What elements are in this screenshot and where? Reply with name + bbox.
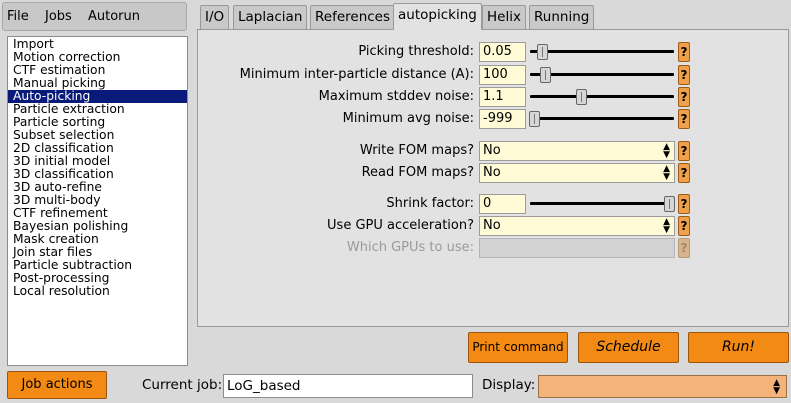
job-type-item[interactable]: 3D initial model bbox=[13, 154, 111, 168]
print-command-button[interactable]: Print command bbox=[468, 332, 568, 363]
updown-arrow-icon: ▲▼ bbox=[663, 217, 670, 235]
menu-autorun[interactable]: Autorun bbox=[88, 9, 141, 24]
which-gpus-label: Which GPUs to use: bbox=[346, 240, 474, 255]
slider-knob[interactable] bbox=[576, 89, 588, 105]
use-gpu-label: Use GPU acceleration? bbox=[327, 218, 474, 233]
read-fom-select[interactable]: No ▲▼ bbox=[479, 163, 675, 183]
job-type-item[interactable]: 3D auto-refine bbox=[13, 180, 102, 194]
use-gpu-help-button[interactable]: ? bbox=[678, 216, 690, 236]
tab-running[interactable]: Running bbox=[529, 5, 595, 29]
schedule-button[interactable]: Schedule bbox=[578, 332, 679, 363]
job-type-item[interactable]: Auto-picking bbox=[8, 90, 187, 103]
write-fom-label: Write FOM maps? bbox=[359, 143, 474, 158]
min-distance-input[interactable]: 100 bbox=[479, 65, 526, 85]
min-avg-slider[interactable] bbox=[528, 109, 676, 129]
slider-knob[interactable] bbox=[529, 111, 540, 127]
job-type-item[interactable]: CTF refinement bbox=[13, 206, 108, 220]
job-type-item[interactable]: 3D multi-body bbox=[13, 193, 101, 207]
use-gpu-select[interactable]: No ▲▼ bbox=[479, 216, 675, 236]
shrink-input[interactable]: 0 bbox=[479, 194, 526, 214]
read-fom-help-button[interactable]: ? bbox=[678, 163, 690, 183]
job-type-item[interactable]: CTF estimation bbox=[13, 63, 106, 77]
min-avg-help-button[interactable]: ? bbox=[678, 109, 690, 129]
menu-file[interactable]: File bbox=[7, 9, 29, 24]
max-stddev-input[interactable]: 1.1 bbox=[479, 87, 526, 107]
job-type-item[interactable]: Manual picking bbox=[13, 76, 106, 90]
write-fom-select[interactable]: No ▲▼ bbox=[479, 141, 675, 161]
slider-knob[interactable] bbox=[537, 44, 549, 60]
min-avg-input[interactable]: -999 bbox=[479, 109, 526, 129]
write-fom-value: No bbox=[483, 143, 501, 158]
which-gpus-help-button[interactable]: ? bbox=[678, 238, 690, 258]
job-type-item[interactable]: Join star files bbox=[13, 245, 93, 259]
tab-laplacian[interactable]: Laplacian bbox=[233, 5, 308, 29]
tab-io[interactable]: I/O bbox=[200, 5, 230, 29]
read-fom-value: No bbox=[483, 165, 501, 180]
job-type-item[interactable]: Mask creation bbox=[13, 232, 99, 246]
shrink-help-button[interactable]: ? bbox=[678, 194, 690, 214]
job-type-item[interactable]: Local resolution bbox=[13, 284, 110, 298]
display-select[interactable]: ▲▼ bbox=[538, 375, 787, 398]
slider-knob[interactable] bbox=[664, 196, 675, 212]
menu-bar: File Jobs Autorun bbox=[2, 2, 187, 31]
job-type-item[interactable]: Bayesian polishing bbox=[13, 219, 129, 233]
write-fom-help-button[interactable]: ? bbox=[678, 141, 690, 161]
max-stddev-label: Maximum stddev noise: bbox=[318, 89, 474, 104]
picking-threshold-help-button[interactable]: ? bbox=[678, 42, 690, 62]
shrink-label: Shrink factor: bbox=[386, 196, 474, 211]
slider-knob[interactable] bbox=[539, 67, 551, 83]
tab-references[interactable]: References bbox=[310, 5, 396, 29]
job-type-item[interactable]: Subset selection bbox=[13, 128, 115, 142]
job-type-item[interactable]: Post-processing bbox=[13, 271, 110, 285]
shrink-slider[interactable] bbox=[528, 194, 676, 214]
job-type-item[interactable]: Particle extraction bbox=[13, 102, 125, 116]
which-gpus-input[interactable] bbox=[479, 238, 675, 258]
updown-arrow-icon: ▲▼ bbox=[663, 164, 670, 182]
min-distance-label: Minimum inter-particle distance (A): bbox=[239, 67, 474, 82]
current-job-input[interactable]: LoG_based bbox=[223, 374, 473, 398]
use-gpu-value: No bbox=[483, 218, 501, 233]
tab-helix[interactable]: Helix bbox=[482, 5, 526, 29]
tab-autopicking[interactable]: autopicking bbox=[393, 3, 482, 30]
updown-arrow-icon: ▲▼ bbox=[773, 378, 780, 396]
picking-threshold-label: Picking threshold: bbox=[358, 44, 474, 59]
min-distance-help-button[interactable]: ? bbox=[678, 65, 690, 85]
job-type-item[interactable]: Import bbox=[13, 37, 54, 51]
display-label: Display: bbox=[482, 377, 536, 393]
picking-threshold-slider[interactable] bbox=[528, 42, 676, 62]
updown-arrow-icon: ▲▼ bbox=[663, 142, 670, 160]
job-type-item[interactable]: Particle subtraction bbox=[13, 258, 133, 272]
job-type-item[interactable]: 3D classification bbox=[13, 167, 114, 181]
run-button[interactable]: Run! bbox=[688, 332, 789, 363]
max-stddev-help-button[interactable]: ? bbox=[678, 87, 690, 107]
job-type-item[interactable]: Particle sorting bbox=[13, 115, 106, 129]
max-stddev-slider[interactable] bbox=[528, 87, 676, 107]
job-type-item[interactable]: Motion correction bbox=[13, 50, 121, 64]
job-actions-button[interactable]: Job actions bbox=[7, 371, 107, 399]
min-avg-label: Minimum avg noise: bbox=[342, 111, 474, 126]
menu-jobs[interactable]: Jobs bbox=[45, 9, 72, 24]
job-type-item[interactable]: 2D classification bbox=[13, 141, 114, 155]
read-fom-label: Read FOM maps? bbox=[361, 165, 474, 180]
current-job-label: Current job: bbox=[142, 377, 223, 393]
min-distance-slider[interactable] bbox=[528, 65, 676, 85]
picking-threshold-input[interactable]: 0.05 bbox=[479, 42, 526, 62]
